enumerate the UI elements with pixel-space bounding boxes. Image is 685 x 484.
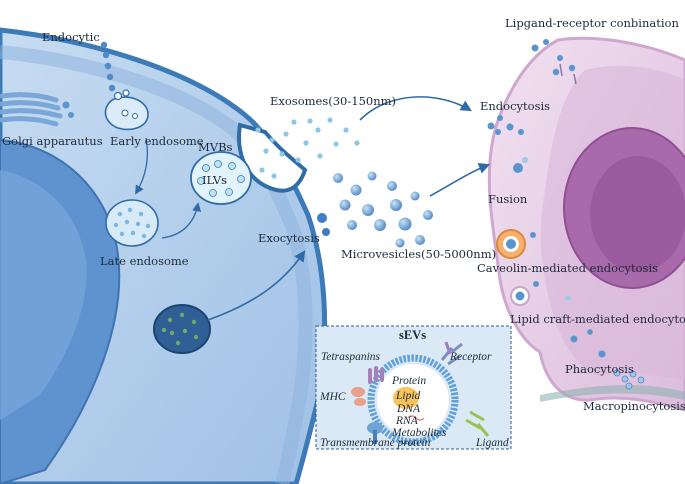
label-ilvs: ILVs [202,173,227,187]
tetraspanin-marker [368,366,384,384]
target-nucleus-inner [590,156,685,272]
label-rna: RNA [395,415,419,427]
late-endosome [105,199,159,247]
label-caveolin: Caveolin-mediated endocytosis [477,261,658,275]
label-dna: DNA [396,403,421,415]
label-receptor: Receptor [449,351,492,363]
ligand-marker [465,410,490,437]
target-cell-base [540,384,685,402]
label-macropinocytosis: Macropinocytosis [583,399,685,413]
label-lipid: Lipid [395,390,421,402]
fusion-vesicle [513,163,523,173]
label-early-endosome: Early endosome [110,134,204,148]
receptor-right [444,341,452,355]
label-mvbs: MVBs [198,140,233,154]
ligand-receptor-binding [531,39,577,85]
receptor-marker [440,342,463,366]
label-protein: Protein [391,375,426,387]
donor-cell-inner-band [0,45,313,484]
label-phagocytosis: Phaocytosis [565,362,634,376]
secretory-vesicle [153,304,211,354]
label-endocytosis: Endocytosis [480,99,550,113]
nucleic-acid-strand [407,415,425,421]
label-ligand-receptor: Lipgand-receptor conbination [505,16,679,30]
label-golgi: Golgi apparautus [2,134,103,148]
label-exosomes: Exosomes(30-150nm) [270,94,396,108]
nucleus-highlight [0,170,87,420]
label-ellipsis: ...... [402,435,419,447]
multivesicular-body [190,151,252,205]
target-cell [487,36,685,412]
transmembrane-protein-marker [367,422,383,444]
endocytic-vesicles [100,41,116,92]
mhc-marker [351,387,366,406]
microvesicle-cloud [333,171,433,248]
label-late-endosome: Late endosome [100,254,189,268]
membrane-bud [317,213,327,223]
donor-cell [0,27,330,484]
label-mhc: MHC [319,391,346,403]
label-metabolites: Metabolites [391,427,447,439]
label-lipid-raft: Lipid craft-mediated endocytosis [510,312,685,326]
release-pocket [237,122,308,193]
uptake-events [487,115,645,390]
label-fusion: Fusion [488,192,528,206]
golgi-apparatus [0,92,74,127]
label-transmembrane: Transmembrane protein [320,437,431,449]
early-endosome [104,89,149,131]
diagram-labels: Endocytic Golgi apparautus Early endosom… [2,16,685,449]
label-ligand: Ligand [475,437,509,449]
lipid-droplet [393,387,419,409]
sev-bilayer-outer [367,354,459,446]
exosome-cloud [255,117,360,179]
label-exocytosis: Exocytosis [258,231,320,245]
membrane-bud [322,228,330,236]
sevs-inset [315,325,512,450]
label-sevs-title: sEVs [399,328,426,342]
internal-pathway-arrows [135,137,306,321]
transport-arrows [359,96,491,197]
label-tetraspanins: Tetraspanins [321,351,381,363]
label-endocytic: Endocytic [42,30,100,44]
label-microvesicles: Microvesicles(50-5000nm) [341,247,496,261]
